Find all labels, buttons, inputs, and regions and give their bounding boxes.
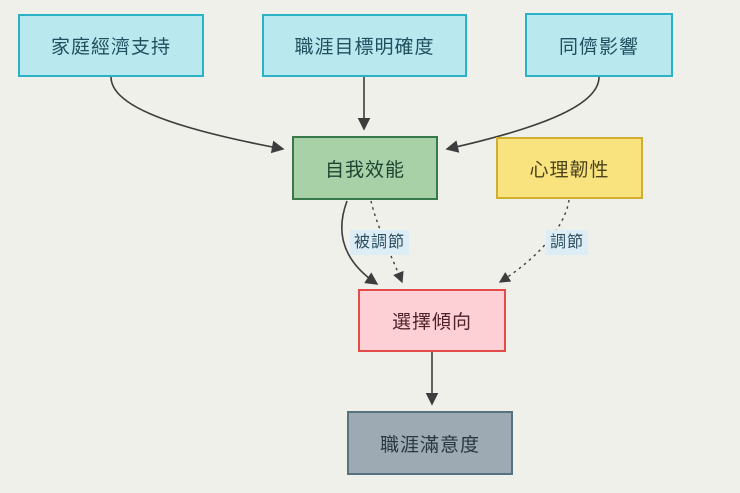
node-family-economic-support: 家庭經濟支持 — [18, 14, 204, 77]
node-career-goal-clarity: 職涯目標明確度 — [262, 14, 467, 77]
node-psychological-resilience: 心理韌性 — [496, 137, 643, 199]
node-label: 選擇傾向 — [391, 311, 472, 333]
edge-self-efficacy-to-choice-moderated — [370, 200, 404, 284]
node-label: 家庭經濟支持 — [50, 36, 171, 58]
node-choice-tendency: 選擇傾向 — [358, 289, 506, 352]
node-label: 職涯滿意度 — [379, 433, 480, 456]
edge-label-moderated: 被調節 — [350, 230, 410, 255]
edge-family-to-self-efficacy — [110, 76, 285, 154]
edge-self-efficacy-to-choice — [340, 200, 379, 285]
node-self-efficacy: 自我效能 — [292, 136, 438, 200]
node-label: 心理韌性 — [529, 158, 610, 181]
node-career-satisfaction: 職涯滿意度 — [347, 411, 513, 475]
node-label: 職涯目標明確度 — [294, 36, 435, 58]
node-label: 自我效能 — [324, 158, 405, 181]
edge-label-moderator: 調節 — [546, 230, 589, 255]
edge-peer-to-self-efficacy — [445, 76, 600, 153]
node-label: 同儕影響 — [558, 35, 639, 58]
node-peer-influence: 同儕影響 — [525, 13, 673, 77]
